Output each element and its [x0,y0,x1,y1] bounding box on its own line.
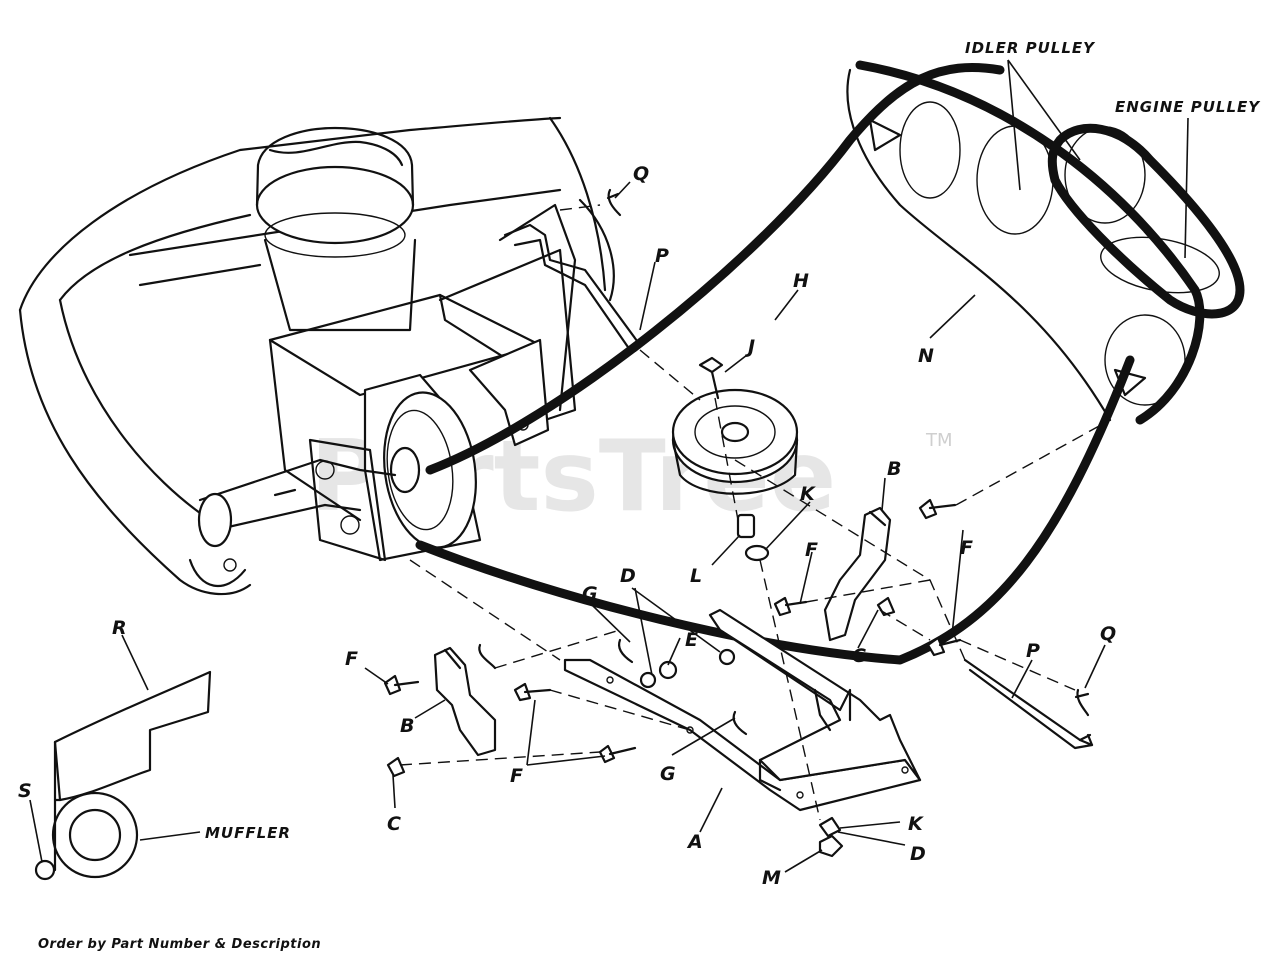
label-d-lower: D [910,843,926,865]
label-s: S [18,780,32,802]
label-k-upper: K [800,483,816,505]
label-f-center: F [805,539,818,561]
footer-order-note: Order by Part Number & Description [38,937,321,952]
idler-pulley-h [671,388,799,495]
label-muffler: MUFFLER [205,824,291,842]
air-cleaner [255,126,417,332]
washer-k-lower [818,816,842,838]
label-f-left: F [345,648,358,670]
plate-b-left [433,646,497,757]
bolt-j [698,356,724,400]
label-engine-pulley: ENGINE PULLEY [1115,98,1261,116]
hairpin-q-lower [1074,688,1090,717]
label-e: E [685,629,698,651]
engine-assembly [18,116,615,596]
label-b-left: B [400,715,414,737]
cotter-g-1 [478,643,497,670]
bolt-f-2 [513,682,552,702]
label-m: M [762,867,781,889]
label-r: R [112,617,127,639]
bushing-l [736,513,756,539]
washer-d-2 [718,648,736,666]
engine-pulley-belt [1047,123,1245,319]
bolt-f-3 [598,744,637,764]
bolt-f-4 [773,596,808,617]
label-j: J [744,336,755,358]
label-b-right: B [887,458,901,480]
label-idler-pulley: IDLER PULLEY [965,39,1096,57]
leader-lines [29,59,1189,873]
label-f-right: F [960,537,973,559]
muffler-guard-r [53,670,212,802]
nut-e [658,660,678,680]
bracket-a [563,608,922,812]
washer-d-1 [639,671,657,689]
label-c-left: C [387,813,401,835]
cotter-g-3 [732,710,748,736]
hairpin-q-upper [606,188,622,217]
watermark-trademark: TM [925,430,953,451]
muffler [51,791,139,879]
bolt-f-1 [383,674,420,696]
label-g-lower: G [660,763,676,785]
belt-n [415,60,1205,665]
label-f-bottom: F [510,765,523,787]
bolt-f-5 [918,498,957,520]
nut-m [818,834,844,858]
capscrew-c-left [386,756,406,778]
plate-b-right [823,506,892,642]
label-a: A [686,831,703,853]
label-h: H [793,270,809,292]
assembly-lines [399,204,1111,821]
washer-k [744,544,770,562]
screw-s [34,859,56,881]
label-q-lower: Q [1100,623,1116,645]
label-q-upper: Q [633,163,649,185]
rod-p-upper [503,223,642,352]
capscrew-c-right [876,596,896,617]
rod-p-lower [963,658,1094,750]
label-p-upper: P [655,245,669,267]
label-n: N [918,345,934,367]
label-k-lower: K [908,813,924,835]
label-c-right: C [852,645,866,667]
label-l: L [690,565,702,587]
label-g-upper: G [582,583,598,605]
label-d-upper: D [620,565,636,587]
label-p-lower: P [1026,640,1040,662]
cotter-g-2 [618,638,634,664]
